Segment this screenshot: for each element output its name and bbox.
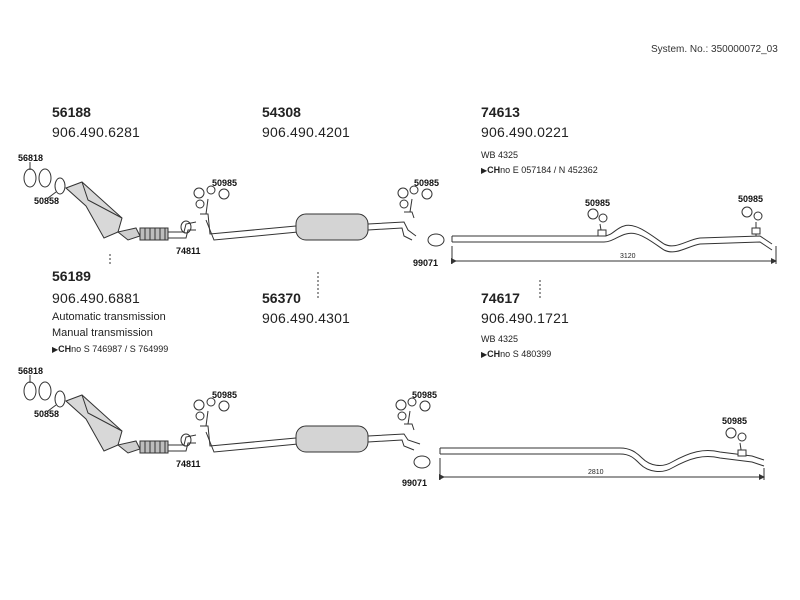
chassis-range: ▶CHno S 480399 [481,349,551,359]
gasket-ring-icon [23,168,52,188]
flex-pipe-icon [139,221,197,241]
ch-label: CH [58,344,72,354]
clamp-icon [413,455,431,469]
gasket-ring-icon [23,381,52,401]
chassis-range: ▶CHno E 057184 / N 452362 [481,165,598,175]
group-code-56370: 56370 [262,290,301,306]
group-code-74617: 74617 [481,290,520,306]
catalytic-converter-icon [65,181,141,241]
chassis-range-text: S 746987 / S 764999 [83,344,169,354]
part-label: 50985 [738,194,764,204]
catalytic-converter-icon [65,394,141,454]
ch-label: CH [487,349,501,359]
group-number-74617: 906.490.1721 [481,310,570,326]
ch-no-label: no [71,344,82,354]
part-label: 50985 [722,416,748,426]
group-number-54308: 906.490.4201 [262,124,351,140]
group-code-54308: 54308 [262,104,301,120]
chassis-range-text: E 057184 / N 452362 [512,165,598,175]
clamp-icon [427,233,445,247]
triangle-icon: ▶ [52,345,59,354]
ch-no-label: no [500,349,511,359]
chassis-range-text: S 480399 [512,349,552,359]
triangle-icon: ▶ [481,350,488,359]
group-code-56189: 56189 [52,268,91,284]
system-number: System. No.: 350000072_03 [651,44,778,55]
ch-no-label: no [500,165,511,175]
part-label: 99071 [413,258,439,268]
clamp-icon [180,220,192,234]
seal-ring-icon [54,390,66,408]
part-label: 56818 [18,366,44,376]
part-label: 56818 [18,153,44,163]
part-label: 74811 [176,459,201,469]
flex-pipe-icon [139,434,197,454]
part-label: 50985 [414,178,440,188]
triangle-icon: ▶ [481,166,488,175]
group-number-74613: 906.490.0221 [481,124,570,140]
middle-silencer-icon [200,423,421,453]
rubber-hanger-icon [193,397,230,427]
tail-pipe-icon [439,447,765,472]
tail-pipe-icon [451,224,773,253]
part-label: 50985 [212,178,238,188]
rubber-hanger-icon [741,206,763,236]
group-code-56188: 56188 [52,104,91,120]
group-number-56188: 906.490.6281 [52,124,141,140]
dimension-label: 3120 [620,253,636,260]
wheelbase-label: WB 4325 [481,150,519,160]
part-label: 50858 [34,196,60,206]
clamp-icon [180,433,192,447]
group-code-74613: 74613 [481,104,520,120]
ch-label: CH [487,165,501,175]
middle-silencer-icon [200,211,417,241]
transmission-manual: Manual transmission [52,327,153,339]
wheelbase-label: WB 4325 [481,334,519,344]
dimension-line [439,458,765,480]
group-number-56370: 906.490.4301 [262,310,351,326]
part-label: 50985 [585,198,611,208]
rubber-hanger-icon [725,427,747,457]
transmission-automatic: Automatic transmission [52,311,166,323]
part-label: 74811 [176,246,201,256]
seal-ring-icon [54,177,66,195]
rubber-hanger-icon [587,208,608,237]
rubber-hanger-icon [397,185,433,213]
rubber-hanger-icon [395,397,431,425]
dimension-label: 2810 [588,469,604,476]
part-label: 99071 [402,478,428,488]
rubber-hanger-icon [193,185,230,215]
part-label: 50985 [412,390,438,400]
part-label: 50858 [34,409,60,419]
chassis-range: ▶CHno S 746987 / S 764999 [52,344,168,354]
dimension-line [451,246,777,264]
part-label: 50985 [212,390,238,400]
group-number-56189: 906.490.6881 [52,290,141,306]
